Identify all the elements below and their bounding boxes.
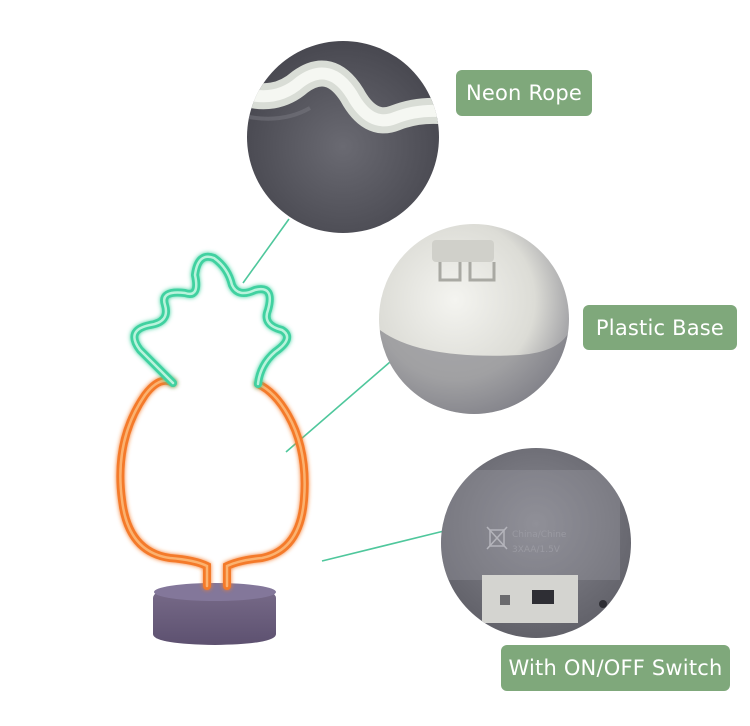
neon-rope-closeup (247, 41, 439, 233)
switch-panel (482, 575, 578, 623)
leader-lines (242, 218, 445, 562)
recycle-bin-icon (486, 526, 508, 550)
leader-line-rope (242, 218, 290, 284)
on-off-switch (532, 590, 554, 604)
plastic-base-closeup (379, 224, 569, 414)
battery-spec-text: 3XAA/1.5V (512, 545, 561, 555)
label-plastic-base: Plastic Base (583, 305, 737, 350)
leader-line-switch (321, 530, 445, 562)
lamp-base (153, 583, 276, 645)
switch-closeup: China/Chine 3XAA/1.5V (441, 448, 631, 638)
leader-line-base (285, 361, 391, 453)
label-on-off-switch: With ON/OFF Switch (501, 645, 730, 691)
neon-body-outline (116, 376, 309, 590)
label-neon-rope: Neon Rope (456, 70, 592, 116)
battery-origin-text: China/Chine (512, 530, 567, 540)
pineapple-lamp (116, 252, 309, 645)
